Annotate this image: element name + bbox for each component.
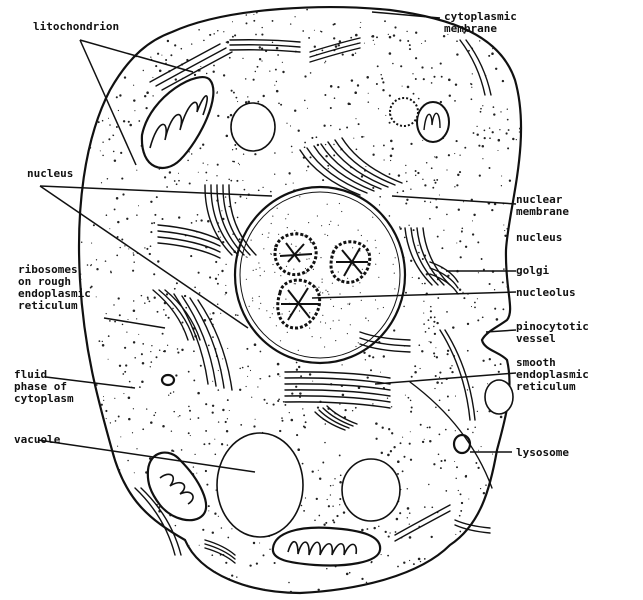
mitochondrion-small-top (417, 102, 449, 142)
label-cytoplasmic-membrane: cytoplasmic membrane (444, 11, 517, 35)
label-ribosomes: ribosomes on rough endoplasmic reticulum (18, 264, 91, 312)
label-nucleolus: nucleolus (516, 287, 576, 299)
label-vacuole: vacuole (14, 434, 60, 446)
label-smooth-er: smooth endoplasmic reticulum (516, 357, 589, 393)
mitochondrion-bottom-center (273, 528, 380, 566)
label-nucleus-right: nucleus (516, 232, 562, 244)
label-nucleus-left: nucleus (27, 168, 73, 180)
label-golgi: golgi (516, 265, 549, 277)
label-pinocytotic-vessel: pinocytotic vessel (516, 321, 589, 345)
label-lysosome: lysosome (516, 447, 569, 459)
label-fluid-phase: fluid phase of cytoplasm (14, 369, 74, 405)
label-mitochondrion: litochondrion (33, 21, 119, 33)
label-nuclear-membrane: nuclear membrane (516, 194, 569, 218)
